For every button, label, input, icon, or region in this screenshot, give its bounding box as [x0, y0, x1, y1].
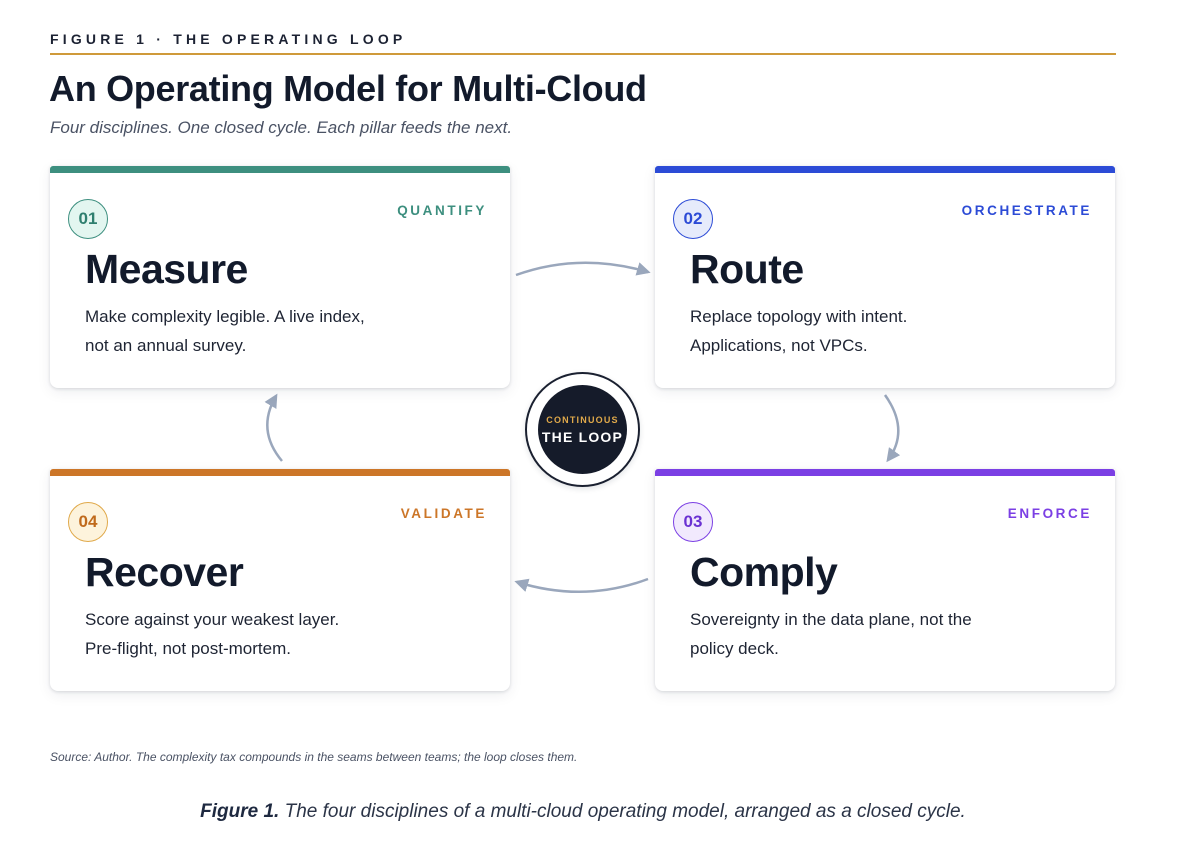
card-measure: 01 QUANTIFY Measure Make complexity legi… [50, 166, 510, 388]
caption-label: Figure 1. [200, 801, 280, 822]
step-number-badge: 03 [673, 502, 713, 542]
step-number-badge: 02 [673, 199, 713, 239]
figure-eyebrow: FIGURE 1 · THE OPERATING LOOP [50, 31, 407, 47]
arrow-measure-to-route [515, 261, 651, 277]
source-note: Source: Author. The complexity tax compo… [50, 750, 578, 764]
card-tag: VALIDATE [400, 506, 487, 521]
card-heading: Comply [690, 549, 838, 595]
arrow-route-to-comply [883, 394, 901, 463]
card-description: Sovereignty in the data plane, not the p… [690, 606, 1090, 663]
card-description: Make complexity legible. A live index, n… [85, 303, 485, 360]
step-number-badge: 01 [68, 199, 108, 239]
card-accent-bar [655, 166, 1115, 173]
card-description: Score against your weakest layer. Pre-fl… [85, 606, 485, 663]
arrow-comply-to-recover [514, 577, 649, 593]
caption-text: The four disciplines of a multi-cloud op… [284, 801, 966, 822]
card-description-line: policy deck. [690, 638, 779, 658]
header-rule [50, 53, 1116, 55]
card-tag: ENFORCE [1007, 506, 1092, 521]
card-description-line: Applications, not VPCs. [690, 335, 868, 355]
card-description-line: Score against your weakest layer. [85, 610, 340, 629]
step-number-badge: 04 [68, 502, 108, 542]
card-description-line: Sovereignty in the data plane, not the [690, 610, 972, 629]
card-description: Replace topology with intent. Applicatio… [690, 303, 1090, 360]
card-comply: 03 ENFORCE Comply Sovereignty in the dat… [655, 469, 1115, 691]
card-recover: 04 VALIDATE Recover Score against your w… [50, 469, 510, 691]
card-tag: QUANTIFY [397, 203, 487, 218]
card-accent-bar [50, 166, 510, 173]
figure-caption: Figure 1. The four disciplines of a mult… [0, 801, 1166, 823]
card-description-line: not an annual survey. [85, 335, 247, 355]
card-heading: Recover [85, 549, 244, 595]
figure-subtitle: Four disciplines. One closed cycle. Each… [50, 118, 513, 137]
card-accent-bar [655, 469, 1115, 476]
arrow-recover-to-measure [264, 393, 283, 462]
card-route: 02 ORCHESTRATE Route Replace topology wi… [655, 166, 1115, 388]
figure-title: An Operating Model for Multi-Cloud [49, 68, 647, 109]
card-tag: ORCHESTRATE [961, 203, 1092, 218]
card-description-line: Make complexity legible. A live index, [85, 307, 365, 326]
card-description-line: Replace topology with intent. [690, 307, 908, 326]
hub-label-small: CONTINUOUS [546, 414, 619, 425]
loop-hub: CONTINUOUS THE LOOP [525, 372, 640, 487]
hub-label-main: THE LOOP [541, 428, 624, 445]
card-description-line: Pre-flight, not post-mortem. [85, 638, 291, 658]
card-accent-bar [50, 469, 510, 476]
card-heading: Measure [85, 246, 248, 292]
card-heading: Route [690, 246, 804, 292]
loop-hub-core: CONTINUOUS THE LOOP [538, 385, 627, 474]
